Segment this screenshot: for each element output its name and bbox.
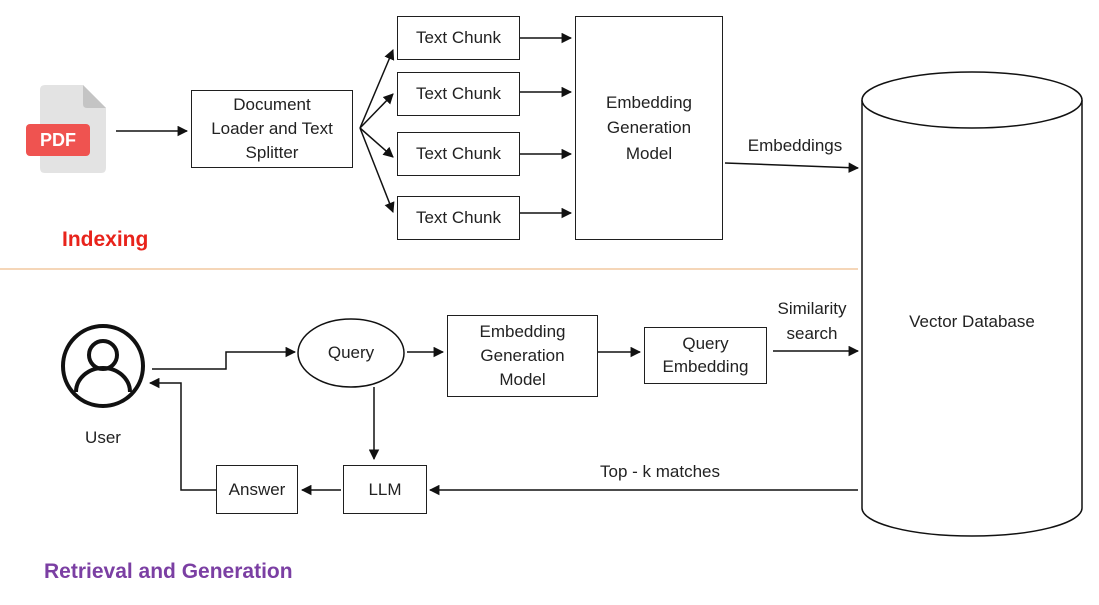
vector-database-label: Vector Database: [909, 312, 1035, 331]
top-k-matches-label: Top - k matches: [600, 462, 720, 481]
arrow-loader-to-chunk-2: [359, 93, 394, 129]
retrieval-title: Retrieval and Generation: [44, 560, 293, 583]
embedding-model-label: Embedding Generation Model: [605, 92, 692, 163]
llm-label: LLM: [368, 479, 402, 499]
answer-label: Answer: [228, 479, 286, 499]
indexing-title: Indexing: [62, 228, 149, 251]
user-label: User: [85, 428, 121, 447]
query-embedding-label: Query Embedding: [662, 333, 749, 376]
text-chunk-label: Text Chunk: [415, 28, 502, 48]
query-embedding-model-label: Embedding Generation Model: [479, 322, 566, 389]
arrow-answer-to-user: [148, 377, 216, 491]
arrow-embeddings-to-db: [724, 162, 860, 173]
text-chunk-label: Text Chunk: [415, 144, 502, 164]
similarity-search-label: Similarity search: [777, 299, 847, 343]
user-icon: [61, 324, 145, 408]
arrow-loader-to-chunk-4: [359, 127, 395, 213]
document-loader-box: Document Loader and Text Splitter: [191, 90, 353, 168]
arrow-loader-to-chunk-1: [359, 49, 395, 129]
query-embedding-model-box: Embedding Generation Model: [447, 315, 598, 397]
text-chunk-box: Text Chunk: [397, 132, 520, 176]
text-chunk-label: Text Chunk: [415, 208, 502, 228]
answer-box: Answer: [216, 465, 298, 514]
arrow-user-to-query: [152, 346, 297, 370]
query-ellipse: [297, 318, 405, 388]
text-chunk-box: Text Chunk: [397, 16, 520, 60]
query-label: Query: [327, 343, 375, 362]
text-chunk-box: Text Chunk: [397, 196, 520, 240]
embedding-model-box: Embedding Generation Model: [575, 16, 723, 240]
vector-database-cylinder: [861, 71, 1083, 537]
embeddings-label: Embeddings: [747, 136, 843, 155]
document-loader-label: Document Loader and Text Splitter: [211, 95, 333, 162]
pdf-file-icon: [26, 85, 106, 173]
text-chunk-label: Text Chunk: [415, 84, 502, 104]
llm-box: LLM: [343, 465, 427, 514]
pdf-badge-text: PDF: [40, 130, 76, 150]
text-chunk-box: Text Chunk: [397, 72, 520, 116]
query-embedding-box: Query Embedding: [644, 327, 767, 384]
arrow-loader-to-chunk-3: [359, 127, 394, 158]
